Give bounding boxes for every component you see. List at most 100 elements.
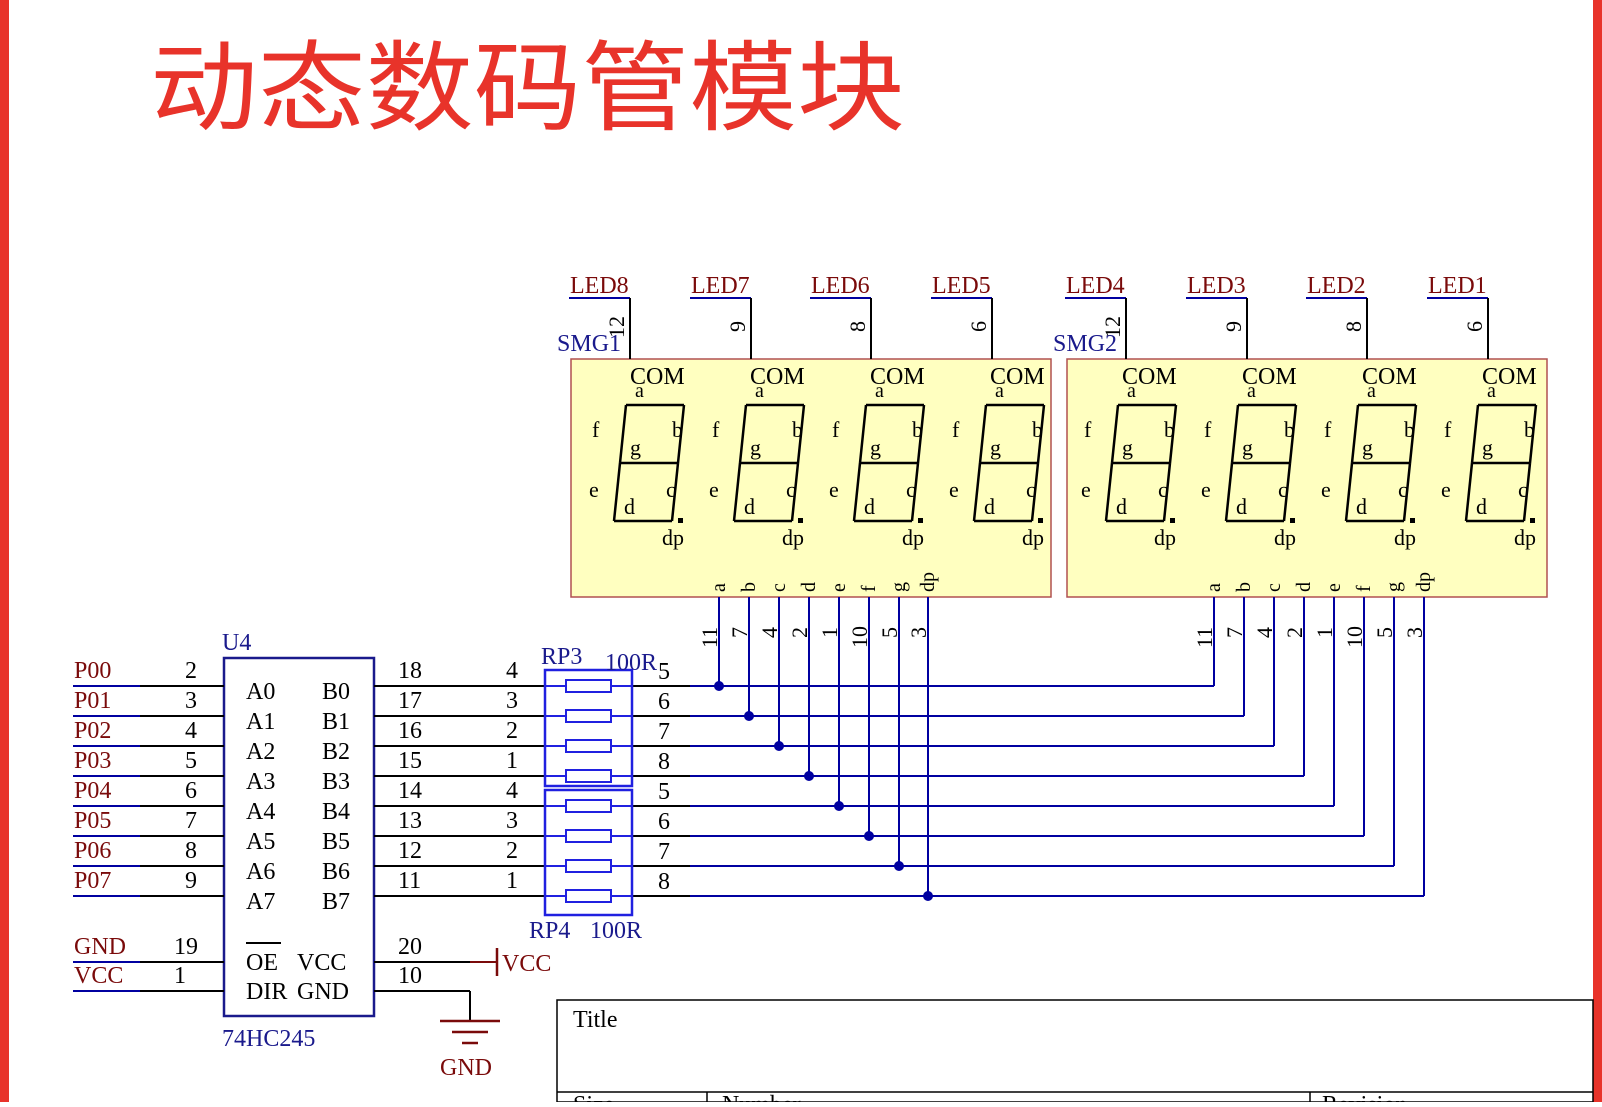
digit-seg-dp bbox=[1290, 518, 1295, 523]
digit-seg-dp bbox=[918, 518, 923, 523]
title-block: Title Size Number Revision bbox=[556, 999, 1594, 1107]
junction-dot bbox=[864, 831, 874, 841]
sheet-border-right bbox=[1593, 0, 1602, 1102]
resistor-element bbox=[565, 769, 612, 783]
buffer-b-pin-name: B5 bbox=[322, 829, 350, 855]
digit-seg-c bbox=[1030, 462, 1040, 522]
rp-out-pin-number: 5 bbox=[658, 659, 670, 685]
segment-name: g bbox=[888, 582, 910, 592]
digit-label-f: f bbox=[952, 417, 960, 442]
digit-seg-dp bbox=[1530, 518, 1535, 523]
digit-seg-f bbox=[738, 404, 748, 464]
buffer-power-pin-number: 19 bbox=[174, 934, 198, 960]
segment-name: e bbox=[828, 583, 850, 592]
segment-name: d bbox=[1293, 582, 1315, 592]
com-net-label: LED4 bbox=[1066, 273, 1125, 299]
digit-label-dp: dp bbox=[902, 525, 924, 550]
buffer-b-pin-name: B4 bbox=[322, 799, 350, 825]
rp3-value: 100R bbox=[605, 650, 657, 676]
segment-name: dp bbox=[917, 572, 939, 592]
digit-seg-f bbox=[1470, 404, 1480, 464]
buffer-power-out-pin-number: 20 bbox=[398, 934, 422, 960]
buffer-designator: U4 bbox=[222, 630, 251, 656]
com-net-label: LED7 bbox=[691, 273, 750, 299]
buffer-a-pin-name: A6 bbox=[246, 859, 275, 885]
digit-seg-c bbox=[1162, 462, 1172, 522]
segment-pin-number: 3 bbox=[906, 627, 931, 638]
digit-label-a: a bbox=[995, 380, 1004, 402]
digit-label-f: f bbox=[1084, 417, 1092, 442]
digit-seg-b bbox=[1408, 404, 1418, 464]
digit-seg-dp bbox=[1038, 518, 1043, 523]
digit-label-c: c bbox=[1518, 477, 1528, 502]
digit-label-c: c bbox=[1398, 477, 1408, 502]
buffer-out-pin-number: 13 bbox=[398, 808, 422, 834]
buffer-in-pin-number: 5 bbox=[185, 748, 197, 774]
resistor-element bbox=[565, 739, 612, 753]
digit-label-dp: dp bbox=[1514, 525, 1536, 550]
buffer-power-pin-number: 1 bbox=[174, 963, 186, 989]
input-net-label: P06 bbox=[74, 838, 111, 864]
digit-com-label: COM bbox=[1362, 364, 1417, 390]
rp-in-pin-number: 1 bbox=[506, 868, 518, 894]
digit-label-c: c bbox=[1158, 477, 1168, 502]
segment-name: e bbox=[1323, 583, 1345, 592]
digit-seg-f bbox=[1230, 404, 1240, 464]
digit-label-a: a bbox=[755, 380, 764, 402]
digit-label-c: c bbox=[1278, 477, 1288, 502]
digit-com-label: COM bbox=[1122, 364, 1177, 390]
digit-label-g: g bbox=[750, 435, 761, 460]
buffer-a-pin-name: A3 bbox=[246, 769, 275, 795]
digit-label-f: f bbox=[712, 417, 720, 442]
digit-label-d: d bbox=[744, 494, 755, 519]
digit-label-dp: dp bbox=[1154, 525, 1176, 550]
buffer-out-pin-number: 16 bbox=[398, 718, 422, 744]
digit-label-f: f bbox=[1324, 417, 1332, 442]
title-block-size-label: Size bbox=[573, 1092, 614, 1102]
digit-com-label: COM bbox=[750, 364, 805, 390]
segment-pin-number: 10 bbox=[1342, 626, 1367, 648]
digit-com-label: COM bbox=[1242, 364, 1297, 390]
junction-dot bbox=[834, 801, 844, 811]
digit-seg-b bbox=[1036, 404, 1046, 464]
sheet-border-left bbox=[0, 0, 9, 1102]
resistor-element bbox=[565, 859, 612, 873]
com-pin-number: 6 bbox=[966, 321, 991, 332]
digit-label-g: g bbox=[1242, 435, 1253, 460]
digit-label-c: c bbox=[906, 477, 916, 502]
display-body bbox=[1066, 358, 1548, 598]
buffer-a-pin-name: A7 bbox=[246, 889, 275, 915]
rp3-body bbox=[543, 668, 634, 788]
buffer-part-name: 74HC245 bbox=[222, 1026, 315, 1052]
com-net-label: LED1 bbox=[1428, 273, 1487, 299]
digit-seg-dp bbox=[1170, 518, 1175, 523]
digit-label-d: d bbox=[984, 494, 995, 519]
buffer-out-pin-number: 14 bbox=[398, 778, 422, 804]
segment-pin-number: 11 bbox=[697, 627, 722, 648]
rp3-designator: RP3 bbox=[541, 644, 582, 670]
buffer-power-out-pin-number: 10 bbox=[398, 963, 422, 989]
rp4-designator: RP4 bbox=[529, 918, 570, 944]
segment-pin-number: 5 bbox=[1372, 627, 1397, 638]
digit-label-e: e bbox=[589, 477, 599, 502]
digit-label-e: e bbox=[1081, 477, 1091, 502]
segment-name: c bbox=[1263, 583, 1285, 592]
com-pin-number: 8 bbox=[1341, 321, 1366, 332]
resistor-element bbox=[565, 679, 612, 693]
digit-seg-e bbox=[612, 462, 622, 522]
buffer-in-pin-number: 7 bbox=[185, 808, 197, 834]
buffer-b-pin-name: B0 bbox=[322, 679, 350, 705]
digit-label-e: e bbox=[949, 477, 959, 502]
digit-seg-b bbox=[1168, 404, 1178, 464]
display-designator: SMG1 bbox=[557, 331, 621, 357]
digit-label-c: c bbox=[1026, 477, 1036, 502]
digit-label-f: f bbox=[1444, 417, 1452, 442]
junction-dot bbox=[744, 711, 754, 721]
power-net-label: VCC bbox=[74, 963, 123, 989]
segment-pin-number: 2 bbox=[787, 627, 812, 638]
segment-name: f bbox=[858, 585, 880, 592]
digit-label-d: d bbox=[864, 494, 875, 519]
digit-com-label: COM bbox=[870, 364, 925, 390]
digit-label-dp: dp bbox=[782, 525, 804, 550]
